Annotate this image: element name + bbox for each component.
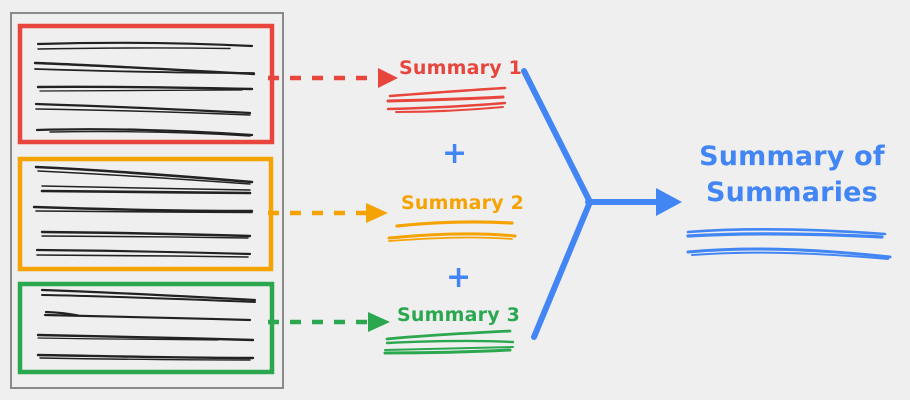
final-summary-label: Summary of Summaries bbox=[694, 139, 890, 211]
summary-3-label: Summary 3 bbox=[397, 304, 521, 326]
summary-1-label: Summary 1 bbox=[399, 57, 523, 79]
group-2-text-lines bbox=[32, 165, 254, 258]
group-3-box[interactable] bbox=[17, 281, 275, 375]
arrow-group-2 bbox=[268, 203, 388, 223]
merge-connector bbox=[521, 68, 661, 340]
group-1-box[interactable] bbox=[17, 23, 275, 145]
final-summary-line-2: Summaries bbox=[706, 177, 878, 208]
group-1-text-lines bbox=[33, 41, 256, 137]
summary-1-underline bbox=[386, 86, 507, 113]
summary-2-label: Summary 2 bbox=[401, 192, 525, 214]
arrow-group-3 bbox=[268, 312, 390, 332]
group-3-text-lines bbox=[36, 288, 257, 361]
final-underline bbox=[686, 227, 892, 260]
merge-arrowhead bbox=[656, 188, 682, 216]
arrow-group-1 bbox=[268, 68, 398, 88]
documents-panel-border bbox=[10, 12, 284, 389]
plus-operator-2: + bbox=[446, 260, 472, 295]
final-summary-line-1: Summary of bbox=[699, 141, 885, 172]
summary-3-underline bbox=[383, 329, 515, 355]
summary-2-underline bbox=[387, 220, 517, 242]
plus-operator-1: + bbox=[442, 136, 468, 171]
